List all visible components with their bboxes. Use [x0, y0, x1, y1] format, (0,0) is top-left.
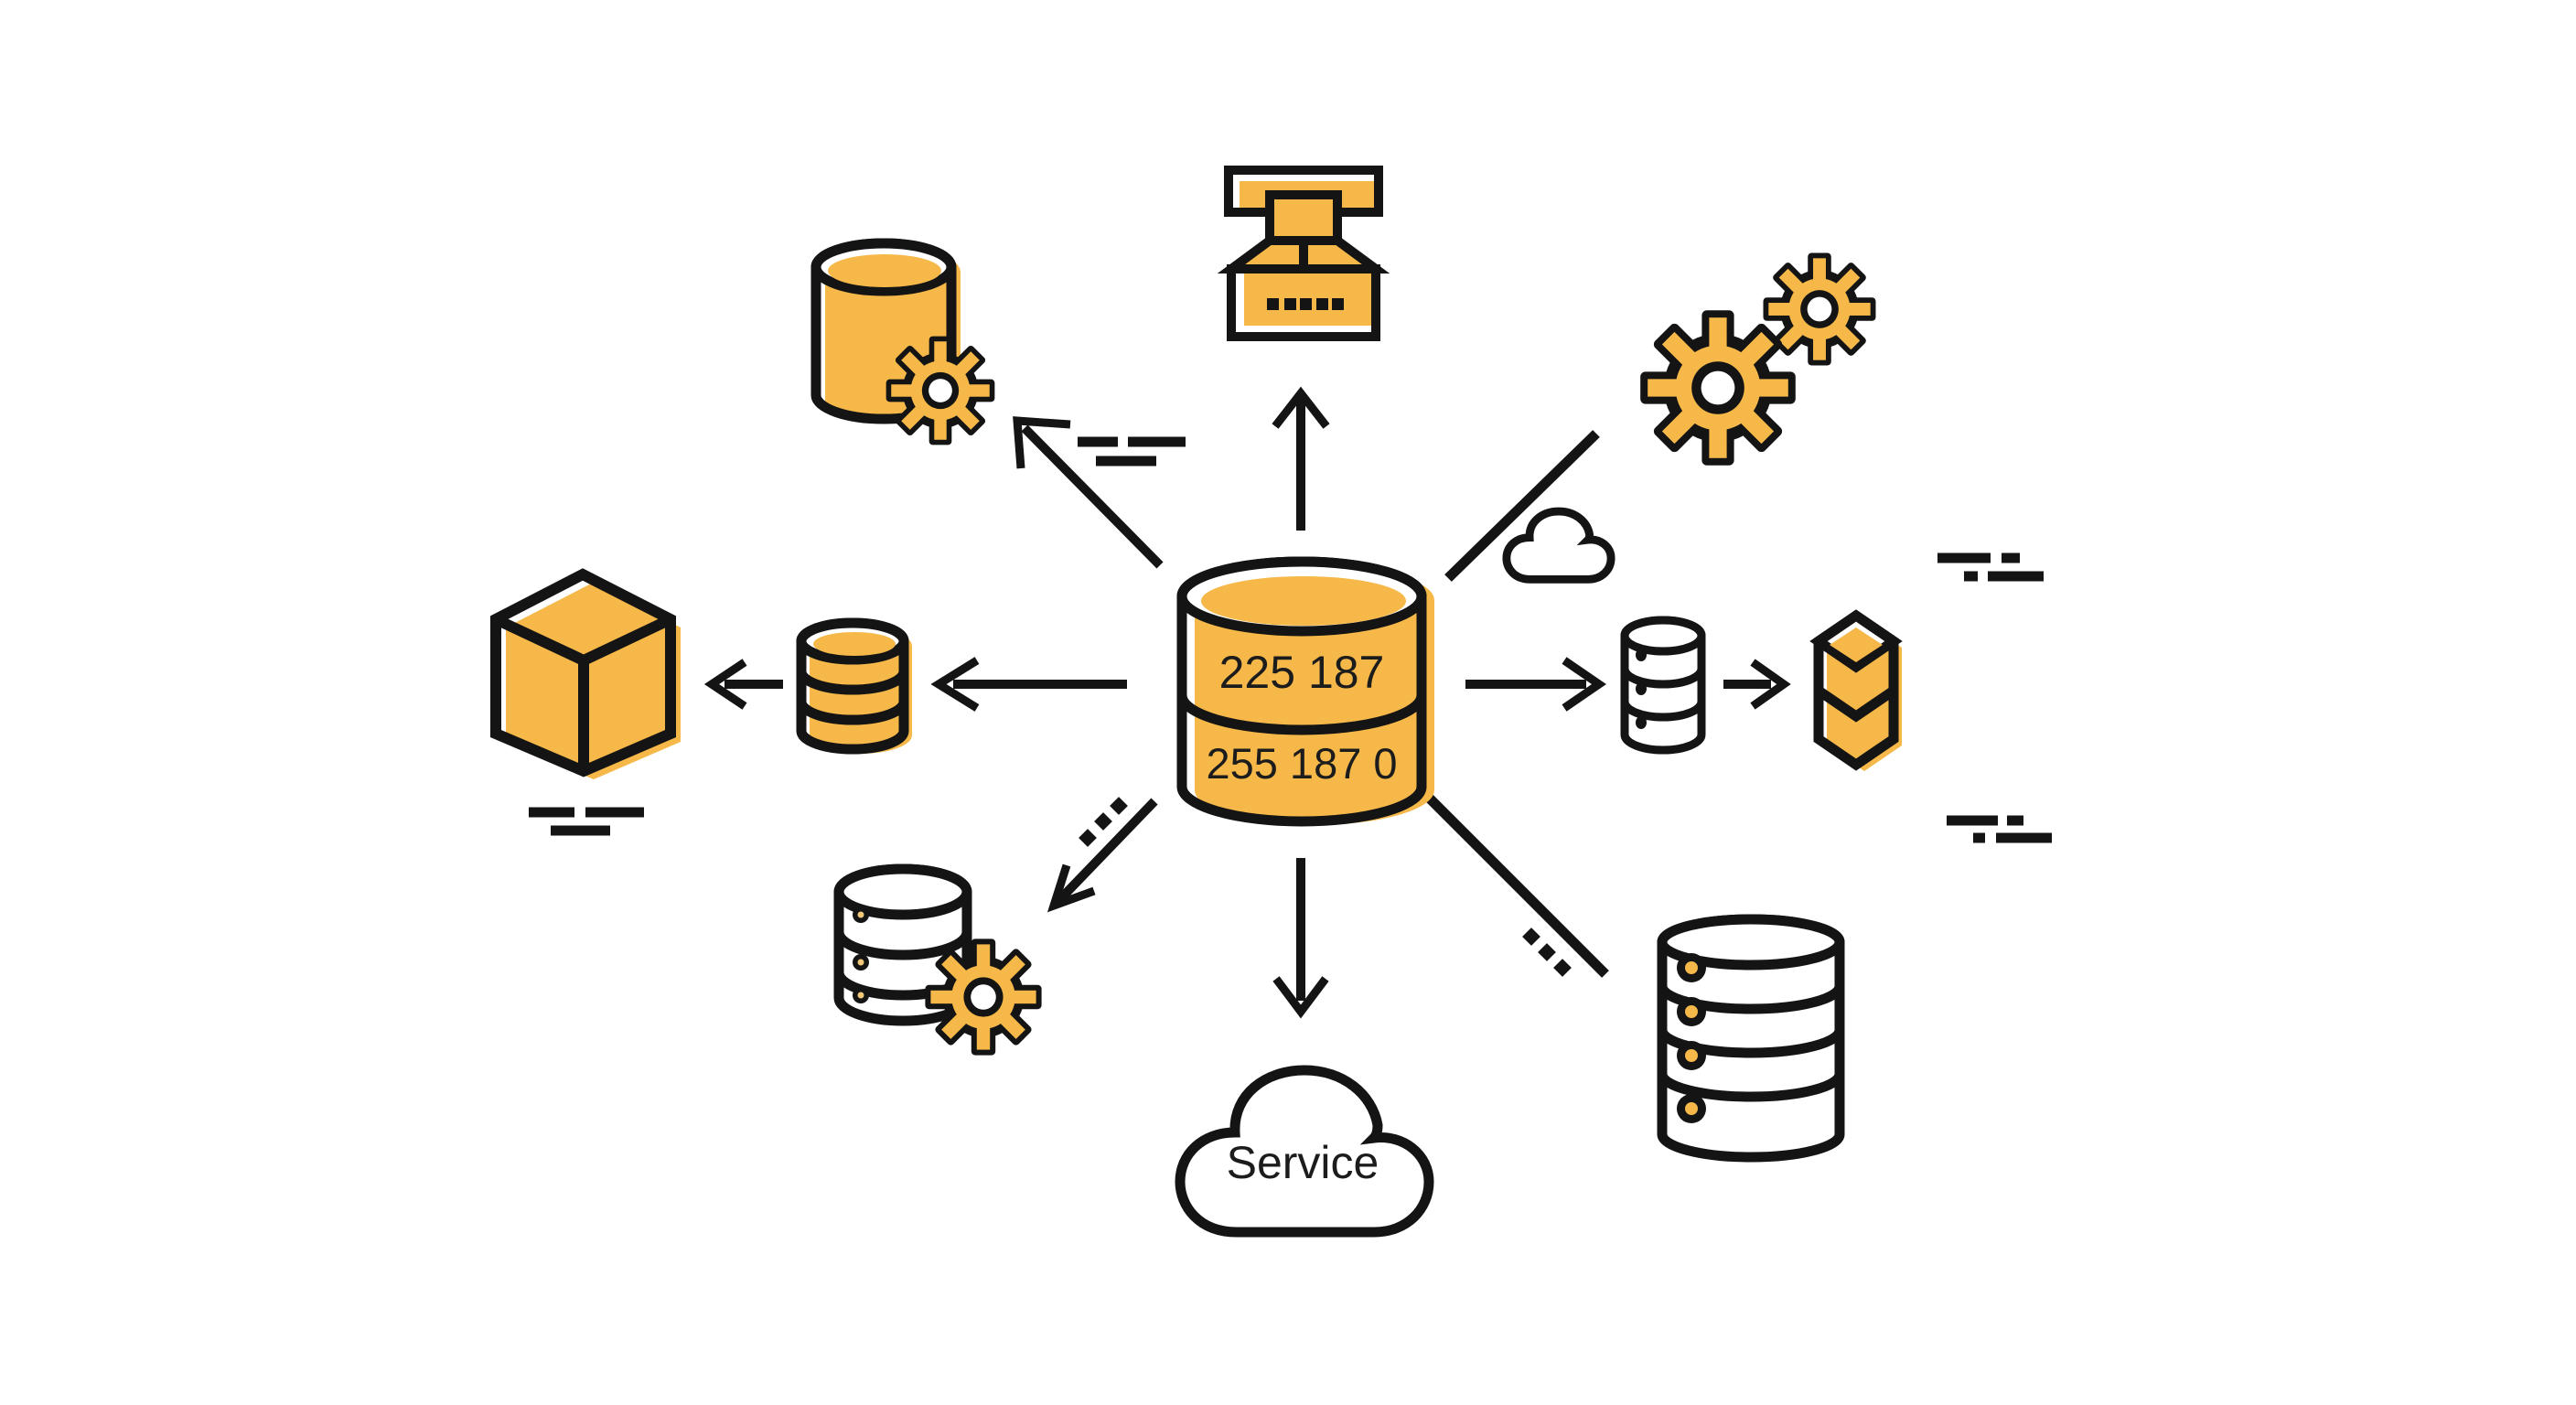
database-gear-icon: [810, 238, 995, 445]
arrow-up-left: [1013, 416, 1164, 569]
arrow-right-outer: [1723, 659, 1791, 710]
gear-icon: [886, 336, 995, 445]
gear-icon: [925, 938, 1042, 1056]
database-dotted-icon: [1620, 616, 1706, 755]
line-up-right: [1444, 430, 1600, 582]
central-db-value-1: 225 187: [1219, 647, 1385, 698]
server-stack-icon: [1657, 914, 1845, 1163]
dots-down-right: [1522, 928, 1572, 977]
central-database: 225 187 255 187 0: [1176, 556, 1434, 827]
database-small-icon: [796, 617, 912, 755]
arrow-up: [1272, 386, 1330, 531]
cube-icon: [490, 568, 681, 779]
arrow-down-left: [1046, 798, 1158, 913]
machine-dots: [1267, 298, 1344, 310]
diamond-dots: [1079, 797, 1572, 977]
database-stack-gear-icon: [833, 863, 1042, 1056]
line-down-right: [1422, 790, 1609, 978]
dashes-top-left: [1078, 436, 1186, 467]
service-cloud: Service: [1180, 1070, 1429, 1232]
cloud-icon: [1507, 511, 1611, 579]
service-cloud-label: Service: [1227, 1137, 1379, 1188]
gear-small-icon: [1763, 252, 1876, 366]
hex-prism-icon: [1809, 609, 1903, 771]
gear-large-icon: [1640, 310, 1796, 466]
dash-marks: [529, 436, 2052, 843]
arrow-left-outer: [703, 659, 783, 710]
arrow-right-inner: [1465, 657, 1606, 712]
dashes-above-prism: [1937, 552, 2044, 582]
central-db-value-2: 255 187 0: [1206, 739, 1397, 788]
press-machine-icon: [1217, 166, 1390, 341]
arrow-down: [1272, 858, 1329, 1019]
dashes-under-cube: [529, 807, 644, 836]
arrow-left-inner: [930, 657, 1127, 712]
gears-icon: [1640, 252, 1876, 466]
dots-down-left: [1079, 797, 1128, 847]
dashes-below-prism: [1947, 815, 2052, 843]
connector-layer: [703, 386, 1791, 1019]
